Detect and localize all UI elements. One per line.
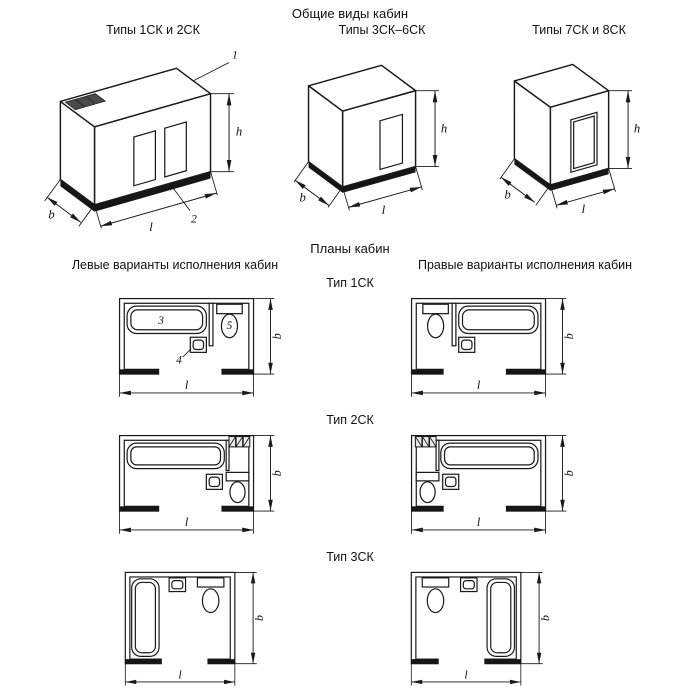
plan-1sk-right	[410, 297, 588, 409]
door-opening	[570, 111, 598, 174]
dim-l-label: l	[178, 667, 182, 681]
iso-caption-1: Типы 1СК и 2СК	[106, 23, 200, 37]
bathtub	[126, 305, 207, 335]
dim-l-label: l	[149, 220, 153, 234]
iso-caption-3: Типы 7СК и 8СК	[532, 23, 626, 37]
callout-2-group: 2	[172, 186, 197, 225]
dim-b-label: b	[504, 188, 510, 202]
plan-dimensions: b l	[124, 571, 266, 686]
plan-dimensions: b l	[119, 298, 284, 397]
type-label-2sk: Тип 2СК	[326, 413, 374, 427]
plan-row-3sk: Тип 3СК	[0, 550, 700, 693]
door-openings	[133, 121, 187, 187]
iso-drawing-1: 1 2 h l	[44, 49, 242, 234]
cabin-top-face	[59, 67, 212, 128]
dimension-h: h	[608, 90, 640, 169]
dimension-b: b	[44, 179, 95, 227]
callout-3: 3	[157, 315, 164, 327]
vent-block	[228, 435, 251, 448]
callout-5: 5	[227, 320, 233, 332]
callout-1-group: 1	[192, 49, 238, 82]
partition-wall	[208, 302, 214, 347]
bathtub	[131, 578, 160, 657]
type-label-1sk: Тип 1СК	[326, 276, 374, 290]
left-variants-header: Левые варианты исполнения кабин	[71, 258, 279, 272]
plan-2sk-left	[118, 434, 296, 546]
iso-figure-3: Типы 7СК и 8СК h	[494, 23, 664, 224]
sink	[168, 577, 187, 593]
plan-1sk-left: 3 4 5 b l	[118, 297, 284, 397]
cabin-base	[514, 158, 609, 191]
iso-caption-2: Типы 3СК–6СК	[338, 23, 426, 37]
dim-b-label: b	[48, 207, 54, 221]
type-label-3sk: Тип 3СК	[326, 550, 374, 564]
sink	[205, 473, 224, 490]
dimension-h: h	[415, 90, 447, 167]
dim-l-label: l	[582, 202, 586, 216]
general-views-title: Общие виды кабин	[291, 6, 409, 21]
plan-callouts: 3 4 5	[157, 315, 232, 367]
bathtub	[126, 442, 225, 470]
dim-h-label: h	[441, 121, 447, 135]
dim-b-label: b	[270, 333, 284, 339]
dim-b-label: b	[300, 191, 306, 205]
plan-row-1sk: Тип 1СК	[0, 276, 700, 409]
plan-3sk-left: b l	[124, 571, 266, 686]
dim-h-label: h	[634, 121, 640, 135]
cabin-base	[308, 161, 416, 193]
dimension-l: l	[94, 171, 218, 234]
door-opening	[379, 113, 404, 171]
partition-wall	[225, 439, 230, 472]
dim-b-label: b	[252, 615, 266, 621]
toilet	[216, 303, 243, 339]
plan-3sk-right	[410, 571, 582, 693]
dimension-b: b	[499, 158, 551, 206]
iso-views-row: Типы 1СК и 2СК 1	[0, 21, 700, 239]
dimension-l: l	[549, 168, 616, 216]
toilet	[225, 471, 250, 504]
plan-1sk-shapes	[118, 297, 255, 377]
plan-row-2sk: Тип 2СК	[0, 413, 700, 546]
callout-4: 4	[176, 355, 182, 367]
dim-l-label: l	[382, 203, 386, 217]
callout-1: 1	[232, 49, 238, 62]
plan-2sk-shapes	[118, 434, 255, 514]
plan-3sk-shapes	[124, 571, 236, 666]
dimension-h: h	[210, 93, 242, 173]
dimension-l: l	[342, 166, 423, 217]
cabin-top-face	[307, 64, 417, 112]
variant-headers: Левые варианты исполнения кабин Правые в…	[0, 258, 700, 272]
dim-l-label: l	[185, 378, 189, 392]
cabin-top-face	[513, 63, 610, 108]
dim-h-label: h	[236, 125, 242, 139]
roof-vent-grille	[64, 93, 107, 111]
callout-2: 2	[191, 212, 197, 225]
iso-drawing-3: h l b	[499, 63, 640, 216]
iso-drawing-2: h l b	[293, 64, 447, 217]
iso-figure-2: Типы 3СК–6СК h	[292, 23, 472, 224]
toilet	[196, 577, 225, 614]
plans-title: Планы кабин	[310, 241, 390, 256]
iso-figure-1: Типы 1СК и 2СК 1	[36, 23, 270, 239]
sink	[189, 336, 207, 353]
right-variants-header: Правые варианты исполнения кабин	[417, 258, 633, 272]
dimension-b: b	[293, 161, 343, 208]
plan-2sk-right	[410, 434, 588, 546]
